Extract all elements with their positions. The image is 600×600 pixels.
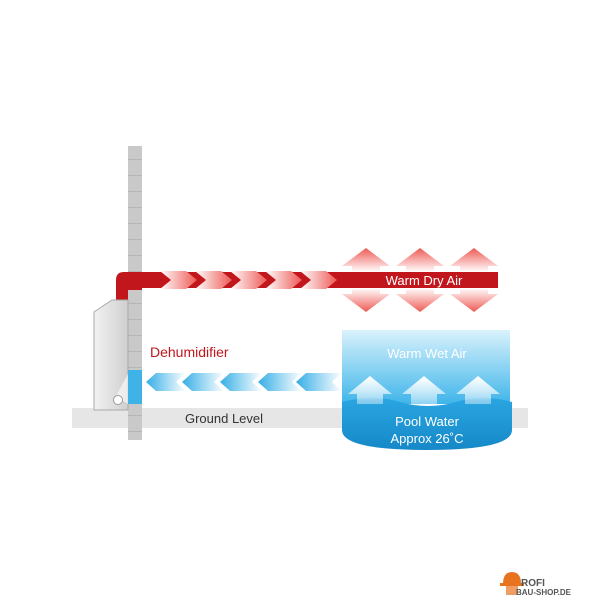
pool-water-label: Pool Water (395, 414, 459, 429)
brick-wall (128, 146, 142, 440)
wet-air-flow-arrows (146, 373, 342, 391)
pool-water (342, 398, 512, 450)
dry-air-flow-arrows (160, 271, 337, 289)
dehumidifier-label: Dehumidifier (150, 344, 229, 360)
hardhat-icon (503, 572, 521, 584)
dehumidifier-unit (93, 299, 142, 411)
warm-wet-air-label: Warm Wet Air (387, 346, 467, 361)
unit-air-intake (128, 370, 142, 404)
dry-air-spread-arrows (342, 248, 498, 312)
dry-air-duct-elbow (116, 272, 142, 300)
pool-temperature-label: Approx 26˚C (391, 431, 464, 446)
warm-dry-air-label: Warm Dry Air (386, 273, 463, 288)
ground-level-label: Ground Level (185, 411, 263, 426)
brand-name: ROFI (521, 578, 545, 589)
brand-domain: BAU-SHOP.DE (516, 588, 572, 597)
unit-control-knob (113, 395, 123, 405)
evaporation-arrows (348, 376, 500, 404)
brand-watermark-logo: ROFI BAU-SHOP.DE (500, 572, 572, 597)
